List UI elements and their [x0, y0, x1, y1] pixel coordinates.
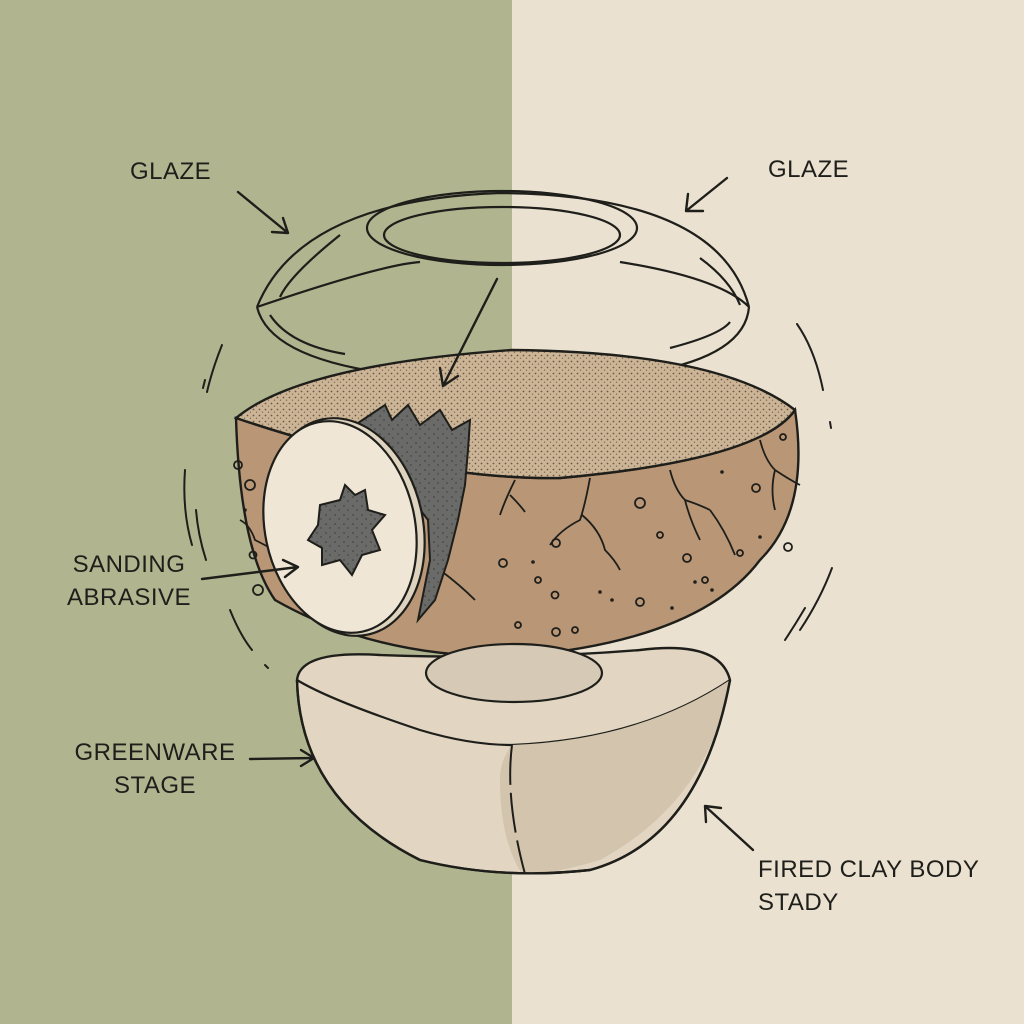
sanding-abrasive	[262, 403, 472, 637]
label-fired-line2: STADY	[758, 889, 839, 916]
motion-lines	[183, 323, 833, 669]
label-arrows	[200, 176, 755, 852]
arrow-glaze-center	[438, 277, 499, 388]
label-sanding-line2: ABRASIVE	[66, 584, 192, 611]
label-sanding-line1: SANDING	[72, 551, 186, 578]
arrow-sanding	[200, 558, 300, 581]
arrow-glaze-left	[236, 190, 290, 235]
label-glaze-left: GLAZE	[130, 158, 212, 185]
arrow-fired-body	[703, 804, 755, 852]
arrow-greenware	[248, 748, 316, 768]
label-greenware-line2: STAGE	[113, 772, 197, 799]
label-fired-clay-body: FIRED CLAY BODY STADY	[758, 853, 979, 919]
arrow-glaze-right	[684, 176, 729, 213]
greenware-stage	[295, 642, 732, 875]
label-glaze-right: GLAZE	[768, 156, 850, 183]
label-fired-line1: FIRED CLAY BODY	[758, 856, 980, 883]
label-greenware-stage: GREENWARE STAGE	[70, 736, 240, 802]
label-sanding-abrasive: SANDING ABRASIVE	[64, 548, 194, 614]
label-greenware-line1: GREENWARE	[74, 739, 236, 766]
